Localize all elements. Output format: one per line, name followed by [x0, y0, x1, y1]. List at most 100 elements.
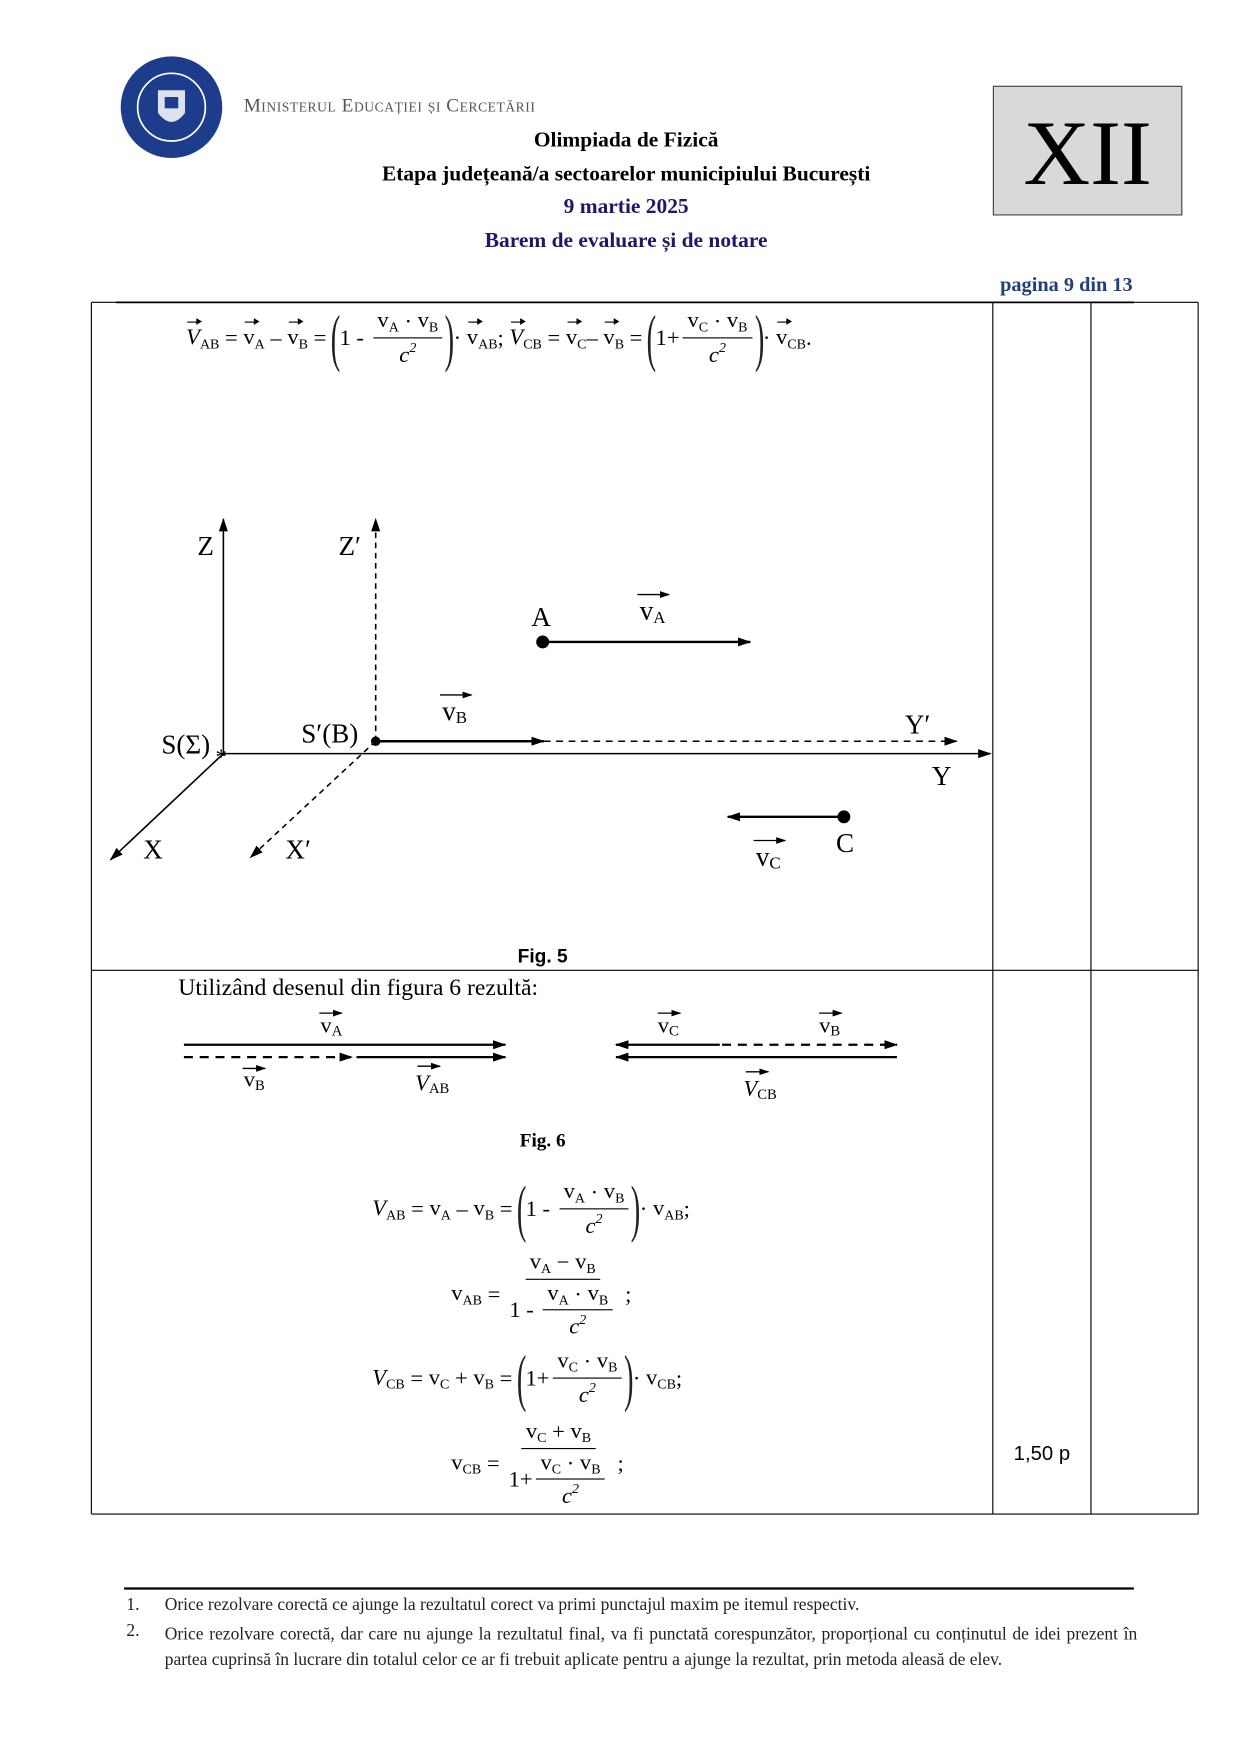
right-paren: )	[624, 1343, 634, 1414]
vector-symbol: vCB	[776, 317, 806, 352]
math-symbol: vC	[540, 1449, 562, 1477]
z-label: Z	[197, 531, 214, 561]
math-symbol: vAB	[451, 1281, 482, 1308]
math-symbol: vC	[525, 1418, 547, 1446]
math-operator: 1+	[655, 325, 680, 351]
government-logo	[120, 56, 223, 158]
math-symbol: vC	[687, 308, 709, 336]
numerator: vC · vB	[682, 308, 752, 339]
footnote-2-number: 2.	[126, 1621, 140, 1641]
math-symbol: vB	[570, 1418, 592, 1446]
score-value: 1,50 p	[1013, 1441, 1071, 1465]
math-symbol: vCB	[451, 1450, 482, 1478]
s-prime-b-label: S′(B)	[301, 718, 358, 748]
point-s-prime	[370, 736, 381, 746]
math-operator: =	[219, 325, 244, 351]
math-operator: 1+	[525, 1365, 550, 1391]
x-prime-axis	[249, 740, 377, 859]
math-operator: −	[551, 1250, 576, 1276]
y-label: Y	[932, 761, 952, 791]
math-operator: ·	[762, 325, 777, 351]
math-operator: ·	[708, 309, 727, 335]
numerator: vC + vB	[521, 1418, 596, 1449]
math-symbol: vB	[473, 1364, 494, 1392]
vector-symbol: vC	[565, 317, 587, 352]
math-symbol: VCB	[372, 1364, 405, 1392]
numerator: vA · vB	[372, 308, 443, 339]
numerator: vA − vB	[525, 1249, 601, 1280]
math-symbol: vB	[587, 1280, 609, 1308]
denominator: c2	[585, 1209, 602, 1239]
math-operator: 1 -	[525, 1196, 556, 1222]
vector-symbol: vAB	[466, 317, 498, 352]
math-symbol: vB	[603, 1179, 625, 1207]
math-operator: =	[624, 325, 649, 351]
fig6-intro-text: Utilizând desenul din figura 6 rezultă:	[178, 975, 538, 1001]
math-symbol: vA	[529, 1249, 552, 1277]
vector-symbol: vA	[243, 317, 265, 352]
x-prime-label: X′	[285, 835, 310, 865]
point-c	[837, 810, 851, 824]
va-label: vA	[640, 595, 667, 626]
math-operator: ;	[675, 1365, 683, 1391]
math-operator: =	[481, 1451, 506, 1477]
math-operator: –	[450, 1196, 474, 1222]
z-prime-label: Z′	[338, 531, 360, 561]
math-operator: =	[493, 1365, 518, 1391]
math-symbol: c2	[562, 1481, 580, 1510]
vector-symbol: vB	[287, 317, 308, 352]
point-a	[536, 635, 550, 649]
document-type: Barem de evaluare și de notare	[484, 229, 768, 253]
math-operator: +	[449, 1365, 474, 1391]
vcb-label: VCB	[743, 1075, 777, 1102]
vector-symbol: VAB	[186, 317, 220, 352]
math-symbol: c2	[399, 339, 417, 368]
grade-badge: XII	[992, 85, 1183, 216]
figure-6-caption: Fig. 6	[520, 1130, 566, 1151]
math-operator: ·	[398, 309, 418, 335]
math-symbol: vB	[726, 308, 748, 336]
footnote-1-number: 1.	[126, 1595, 140, 1615]
math-operator: 1 -	[509, 1297, 540, 1323]
left-paren: (	[517, 1174, 527, 1245]
denominator: c2	[709, 338, 726, 368]
numerator: vA · vB	[559, 1179, 629, 1210]
math-operator: ;	[497, 325, 510, 351]
denominator: c2	[399, 338, 416, 368]
math-symbol: vC	[557, 1348, 579, 1376]
math-symbol: vB	[473, 1195, 495, 1223]
math-operator: ;	[683, 1196, 690, 1222]
right-paren: )	[631, 1174, 641, 1245]
denominator: c2	[579, 1379, 596, 1409]
math-symbol: vCB	[646, 1364, 676, 1392]
math-symbol: vB	[596, 1348, 618, 1376]
math-operator: =	[404, 1365, 429, 1391]
math-symbol: vAB	[652, 1195, 684, 1223]
vc-label: vC	[658, 1012, 679, 1039]
left-paren: (	[330, 303, 341, 374]
math-operator: =	[494, 1196, 519, 1222]
math-operator: 1 -	[339, 325, 370, 351]
y-prime-label: Y′	[905, 709, 930, 739]
math-symbol: vA	[429, 1195, 451, 1223]
s-sigma-label: S(Σ)	[161, 730, 210, 760]
vb-label: vB	[244, 1066, 265, 1093]
grading-table	[90, 301, 1199, 1590]
left-paren: (	[647, 303, 657, 374]
vector-symbol: VCB	[509, 317, 542, 352]
math-operator: ·	[561, 1450, 580, 1476]
math-operator: ;	[619, 1282, 632, 1308]
math-symbol: c2	[569, 1311, 587, 1340]
